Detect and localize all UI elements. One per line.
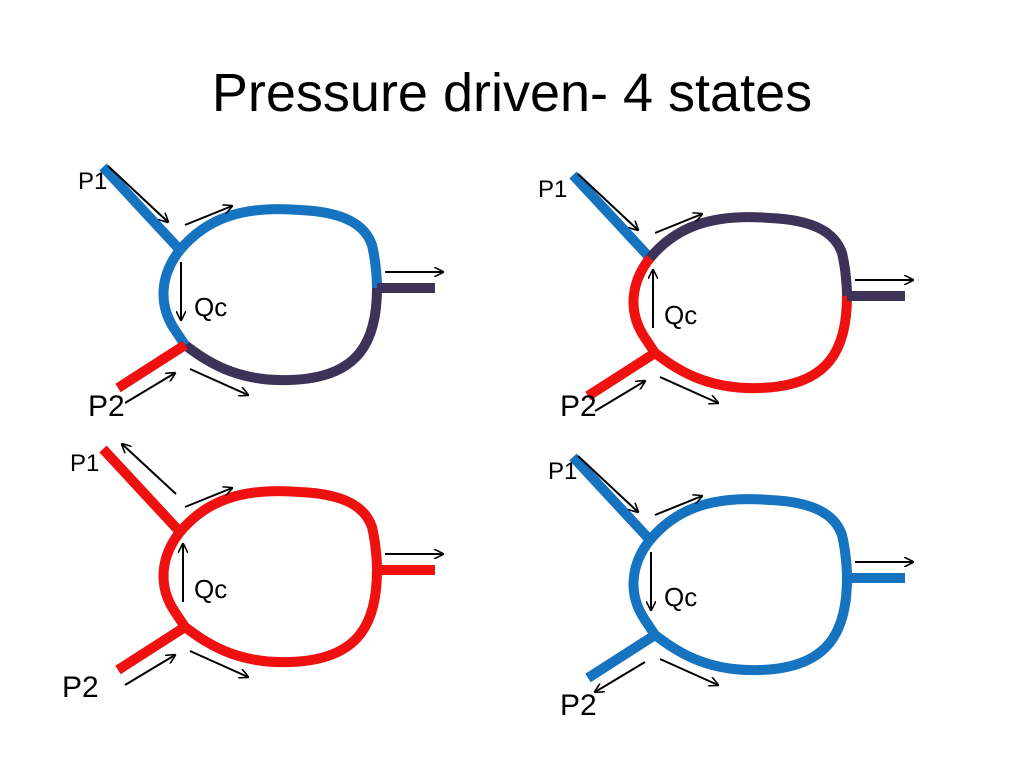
lower-flow-arrow-icon [189, 368, 248, 395]
upper-arc-pipe [176, 486, 382, 571]
connector-pipe [158, 246, 190, 348]
p2-label: P2 [88, 390, 125, 423]
lower-arc-pipe [652, 295, 852, 394]
p1-label: P1 [78, 168, 107, 195]
p2-flow-arrow-icon [595, 661, 646, 692]
p2-label: P2 [560, 390, 597, 423]
upper-flow-arrow-icon [654, 214, 702, 234]
qc-label: Qc [194, 574, 227, 604]
p2-flow-arrow-icon [124, 373, 175, 404]
qc-label: Qc [194, 292, 227, 322]
lower-arc-pipe [182, 569, 382, 668]
lower-flow-arrow-icon [659, 658, 718, 685]
slide-title: Pressure driven- 4 states [211, 63, 813, 123]
p2-flow-arrow-icon [124, 655, 175, 686]
connector-pipe [158, 528, 190, 630]
p1-label: P1 [538, 176, 567, 203]
qc-label: Qc [664, 582, 697, 612]
upper-arc-pipe [646, 494, 852, 579]
p2-inlet-pipe [585, 348, 658, 401]
upper-arc-pipe [646, 212, 852, 297]
p2-inlet-pipe [585, 630, 658, 683]
connector-pipe [628, 254, 660, 356]
lower-flow-arrow-icon [659, 376, 718, 403]
upper-flow-arrow-icon [654, 496, 702, 516]
p1-inlet-pipe [99, 163, 184, 254]
lower-arc-pipe [182, 287, 382, 386]
p2-label: P2 [560, 689, 597, 722]
connector-pipe [628, 536, 660, 638]
lower-arc-pipe [652, 577, 852, 676]
p1-flow-arrow-icon [577, 173, 638, 230]
p1-flow-arrow-icon [107, 165, 168, 222]
p2-label: P2 [62, 671, 99, 704]
p2-flow-arrow-icon [594, 381, 645, 412]
p1-flow-arrow-icon [577, 455, 638, 512]
p1-label: P1 [548, 458, 577, 485]
upper-arc-pipe [176, 204, 382, 289]
upper-flow-arrow-icon [184, 206, 232, 226]
p1-inlet-pipe [569, 453, 654, 544]
p1-inlet-pipe [99, 445, 184, 536]
upper-flow-arrow-icon [184, 488, 232, 508]
qc-label: Qc [664, 300, 697, 330]
p2-inlet-pipe [115, 340, 188, 393]
p1-label: P1 [70, 450, 99, 477]
p1-inlet-pipe [569, 171, 654, 262]
p2-inlet-pipe [115, 622, 188, 675]
lower-flow-arrow-icon [189, 650, 248, 677]
p1-flow-arrow-icon [122, 444, 177, 495]
